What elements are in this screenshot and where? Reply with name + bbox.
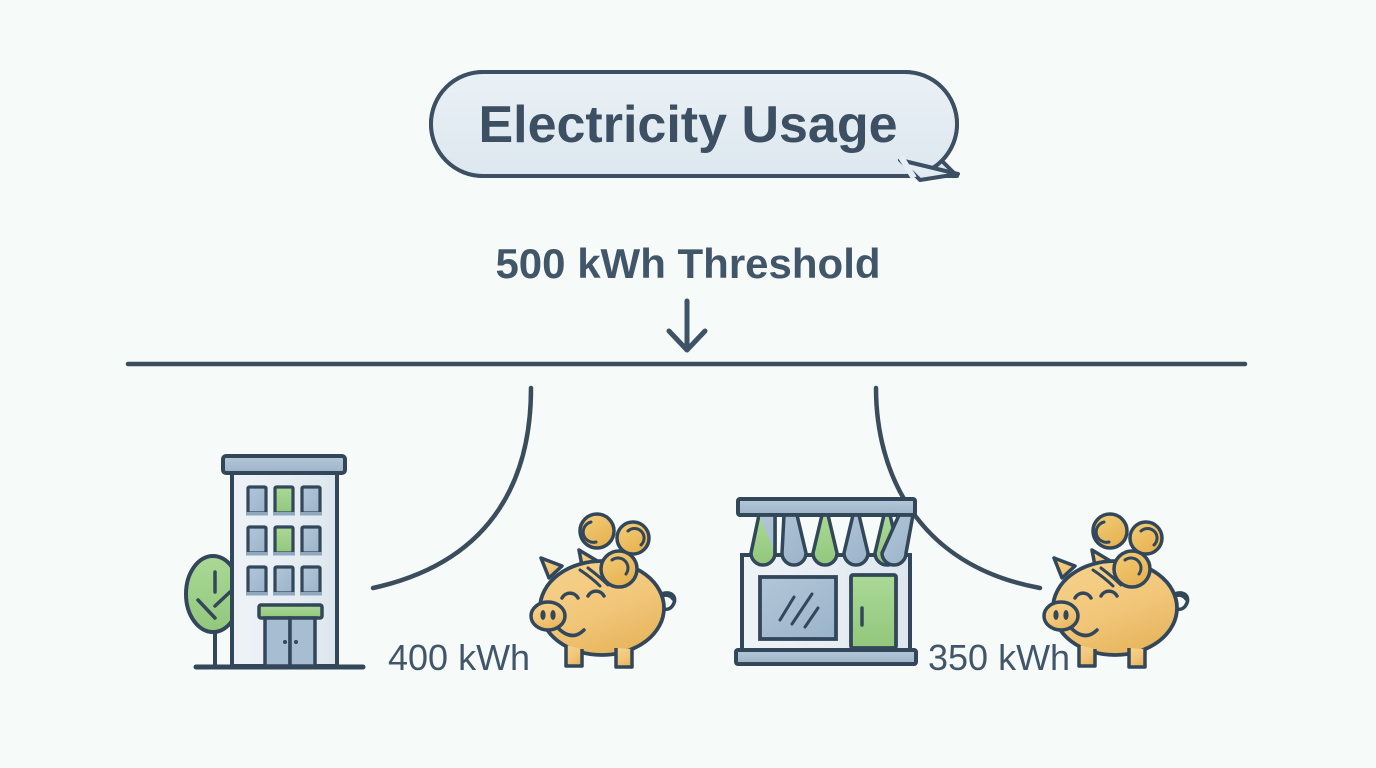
building-roof-cap [221,454,347,475]
piggy-slot-coin [1112,549,1152,589]
down-arrow-icon [666,298,708,353]
piggy-nostril [540,610,546,620]
piggy-eye-left [1073,591,1093,600]
window-sill [246,552,268,556]
piggy-leg [1077,645,1097,668]
piggy-leg [1127,648,1147,669]
piggy-snout [1042,600,1080,632]
awning-stripe [880,513,915,567]
piggy-ear-left [539,556,564,580]
floating-coin [615,520,651,556]
window-shine-line [790,592,814,626]
awning-stripe [797,513,839,567]
shop-door [849,573,898,650]
window-sill [273,552,295,556]
awning-stripe [828,513,870,567]
apartment-building-icon [184,454,366,670]
tree-icon [184,554,242,667]
shop-usage-label: 350 kWh [928,637,1070,678]
title-text: Electricity Usage [478,96,897,154]
door-handle [283,640,287,644]
piggy-bank-icon-left [529,512,677,669]
building-window-lit [273,485,295,515]
window-shine-line [803,606,820,629]
threshold-label: 500 kWh Threshold [495,240,880,287]
shop-awning [740,513,915,567]
building-window [246,485,268,515]
title-speech-bubble: Electricity Usage [429,70,960,182]
building-door-right [288,616,317,668]
bubble-tail-seam [898,155,917,180]
door-handle [294,640,298,644]
tree-branch-left [196,598,217,620]
arrow-head [666,328,708,353]
building-window [273,565,295,595]
building-window [300,525,322,555]
window-sill [246,592,268,596]
window-sill [300,512,322,516]
piggy-nostril [1063,610,1069,620]
bubble-body [429,70,959,178]
piggy-nostril [1053,610,1059,620]
piggy-smile [556,626,586,638]
piggy-slot-coin [599,549,639,589]
piggy-eye-right [586,589,606,598]
window-sill [300,592,322,596]
building-window [246,565,268,595]
window-sill [300,552,322,556]
piggy-leg [564,645,584,668]
building-window [246,525,268,555]
tree-branch-right [213,590,232,608]
floating-coin [1128,520,1164,556]
piggy-ear-left [1052,556,1077,580]
apartment-usage-label: 400 kWh [388,637,530,678]
piggy-eye-right [1099,589,1119,598]
piggy-nostril [550,610,556,620]
piggy-slot-line [578,568,602,588]
building-window [300,485,322,515]
window-sill [273,512,295,516]
window-sill [246,512,268,516]
connector-left [370,385,534,591]
window-shine-line [778,595,796,622]
shop-base-step [734,648,918,666]
awning-stripe [759,513,808,567]
threshold-group: 500 kWh Threshold [125,240,1248,367]
shop-window [758,575,838,641]
entrance-awning [257,603,324,620]
floating-coin [1091,512,1129,550]
piggy-eye-left [560,591,580,600]
building-window-lit [273,525,295,555]
piggy-snout [529,600,567,632]
piggy-leg [614,648,634,669]
window-sill [273,592,295,596]
piggy-slot-line [1091,568,1115,588]
piggy-bank-icon-right [1042,512,1190,669]
shop-roof-bar [736,497,917,517]
piggy-smile [1069,626,1099,638]
floating-coin [578,512,616,550]
storefront-icon [734,497,918,666]
building-window [300,565,322,595]
